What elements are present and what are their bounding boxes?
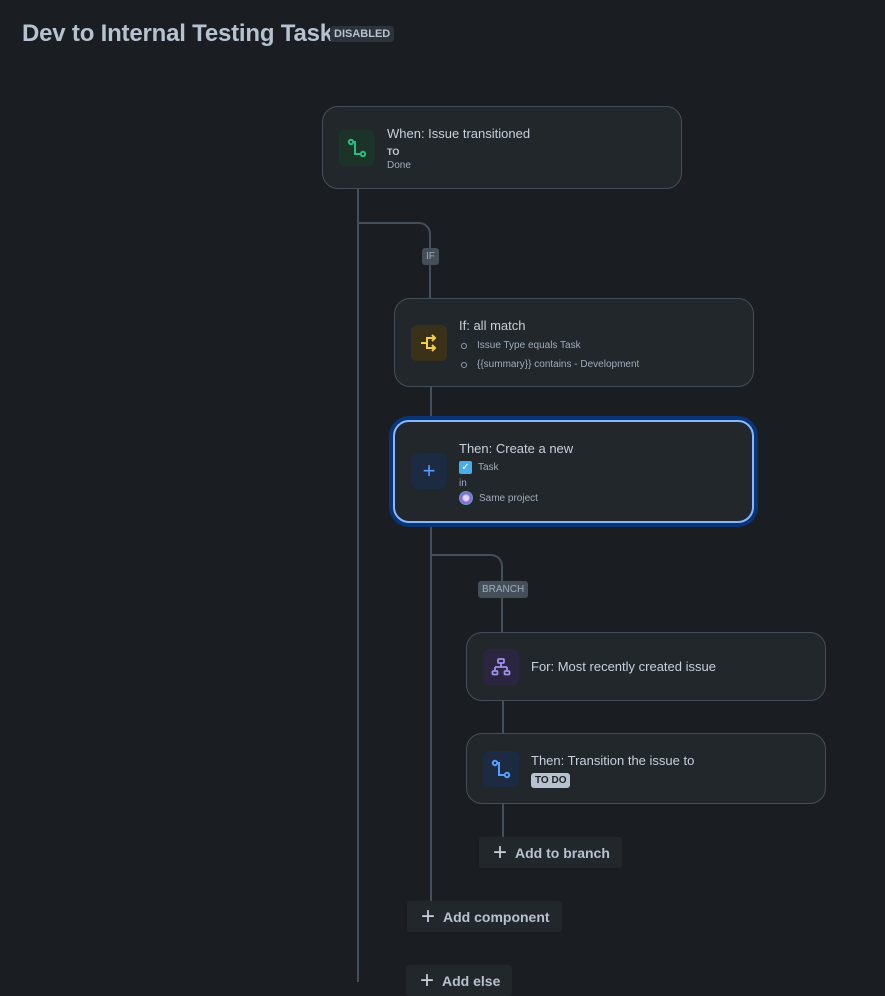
trigger-title: When: Issue transitioned	[387, 126, 531, 141]
condition-item: {{summary}} contains - Development	[459, 358, 639, 377]
status-lozenge: TO DO	[531, 773, 571, 788]
page-title: Dev to Internal Testing Task	[22, 20, 333, 47]
connector	[502, 804, 504, 837]
status-badge: DISABLED	[330, 26, 395, 42]
trigger-card[interactable]: When: Issue transitioned TO Done	[322, 106, 682, 189]
add-component-button[interactable]: +Add component	[407, 901, 562, 932]
condition-card[interactable]: If: all match Issue Type equals Task {{s…	[394, 298, 754, 387]
condition-list: Issue Type equals Task {{summary}} conta…	[459, 339, 639, 377]
project-name: Same project	[479, 492, 538, 504]
if-label: IF	[422, 248, 439, 265]
connector	[502, 700, 504, 733]
condition-item: Issue Type equals Task	[459, 339, 639, 358]
main-connector	[357, 189, 359, 982]
action-title: Then: Create a new	[459, 441, 574, 456]
transition-title: Then: Transition the issue to	[531, 753, 695, 768]
branch-title: For: Most recently created issue	[531, 659, 716, 674]
plus-icon: +	[411, 453, 447, 489]
project-avatar-icon	[459, 491, 473, 505]
transition-icon	[483, 751, 519, 787]
trigger-sub-label: TO	[387, 147, 400, 157]
condition-branch-icon	[411, 325, 447, 361]
transition-icon	[339, 130, 375, 166]
in-label: in	[459, 478, 467, 489]
branch-label: BRANCH	[478, 581, 529, 598]
create-issue-card[interactable]: + Then: Create a new ✓ Task in Same proj…	[393, 420, 754, 523]
add-else-button[interactable]: +Add else	[406, 965, 513, 996]
if-connector	[358, 222, 431, 300]
plus-icon: +	[421, 902, 436, 930]
issue-type: Task	[478, 462, 499, 473]
task-checkbox-icon: ✓	[459, 461, 472, 474]
condition-title: If: all match	[459, 318, 526, 333]
connector	[430, 387, 432, 420]
if-block-connector	[430, 522, 432, 902]
plus-icon: +	[493, 838, 508, 866]
branch-card[interactable]: For: Most recently created issue	[466, 632, 826, 701]
trigger-value: Done	[387, 160, 411, 171]
hierarchy-icon	[483, 649, 519, 685]
transition-card[interactable]: Then: Transition the issue to TO DO	[466, 733, 826, 804]
add-to-branch-button[interactable]: +Add to branch	[479, 837, 622, 868]
plus-icon: +	[420, 966, 435, 994]
